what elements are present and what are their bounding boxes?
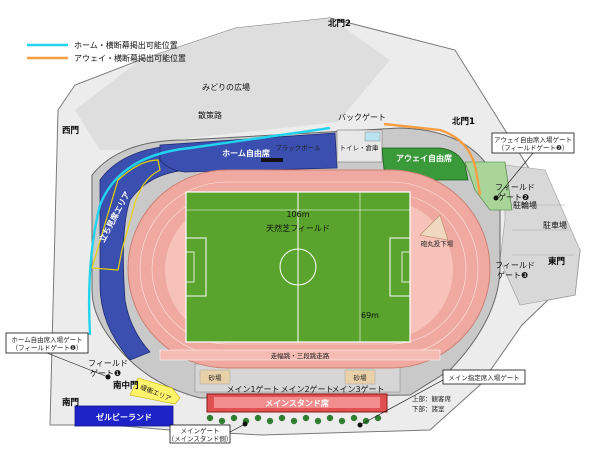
tree-row [206,414,382,425]
callout-away-line2: （フィールドゲート❷） [498,143,569,152]
parking2-label: 駐車場 [543,220,567,230]
standing-area [91,159,161,271]
buffer-area [129,377,181,405]
main3-gate-label: メイン3ゲート [331,384,384,394]
callout-home-line1: ホーム自由席入場ゲート [11,335,82,344]
home-free-label: ホーム自由席 [222,148,270,158]
plaza-label: みどりの広場 [202,82,250,92]
sand-pit-left-label: 砂場 [209,373,223,382]
sand-pit-right-label: 砂場 [354,373,368,382]
callout-main-gate: メインゲート （メインスタンド側） [168,421,248,444]
north2-gate-label: 北門2 [328,18,351,29]
callout-away-line1: アウェイ自由席入場ゲート [494,135,572,144]
callout-main-reserved: メイン指定席入場ゲート [357,369,526,428]
callout-home-gate: ホーム自由席入場ゲート （フィールドゲート❶） [5,332,111,380]
field3-gate-line2: ゲート❸ [497,270,528,280]
natural-turf-label: 天然芝フィールド [266,223,330,233]
callout-away-gate: アウェイ自由席入場ゲート （フィールドゲート❷） [491,132,575,201]
zelbia-land-box [74,405,174,427]
field1-gate-line1: フィールド [88,359,128,368]
main1-gate-label: メイン1ゲート [226,384,279,394]
track-line-label: 走幅跳・三段跳走路 [271,351,330,360]
legend-home-label: ホーム・横断幕掲出可能位置 [74,40,178,50]
home-free-stand [159,132,338,173]
south-gate-label: 南門 [62,397,79,408]
black-ball-marker [261,158,283,162]
height-label: 69m [361,311,379,320]
callout-main-reserved-label: メイン指定席入場ゲート [448,373,520,382]
path-label: 散策路 [198,110,222,120]
shot-put-area [419,214,449,241]
shot-put-label: 砲丸投下場 [421,239,454,248]
toilet-label: トイレ・倉庫 [340,143,380,152]
parking1-label: 駐輪場 [513,200,537,210]
west-gate-label: 西門 [62,126,79,136]
away-banner-line [383,122,482,196]
field2-gate-line2: ゲート❷ [498,192,529,202]
south-center-gate-label: 南中門 [113,380,139,391]
field3-gate-line1: フィールド [495,261,535,270]
north1-gate-label: 北門1 [452,116,475,127]
zelbia-land-label: ゼルビーランド [96,412,152,422]
field1-gate-line2: ゲート❶ [90,368,121,378]
east-gate-label: 東門 [548,256,565,267]
callout-main-gate-line2: （メインスタンド側） [168,434,233,443]
black-ball-label: ブラックボール [275,143,321,152]
width-label: 106m [286,210,309,219]
back-gate-label: バックゲート [338,112,386,122]
main2-gate-label: メイン2ゲート [280,384,333,394]
away-free-label: アウェイ自由席 [396,153,452,163]
field2-gate-line1: フィールド [495,183,535,192]
callout-main-gate-line1: メインゲート [181,426,220,435]
north-west-zone [75,18,390,150]
legend-away-label: アウェイ・横断幕掲出可能位置 [74,53,186,63]
east-parking-zone [499,164,581,306]
callout-home-line2: （フィールドゲート❶） [12,343,83,352]
main-stand-label: メインスタンド席 [265,398,329,408]
upper-lower-line2: 下部：諸室 [412,404,445,413]
home-banner-line [87,126,331,336]
upper-lower-line1: 上部：観客席 [412,394,452,403]
